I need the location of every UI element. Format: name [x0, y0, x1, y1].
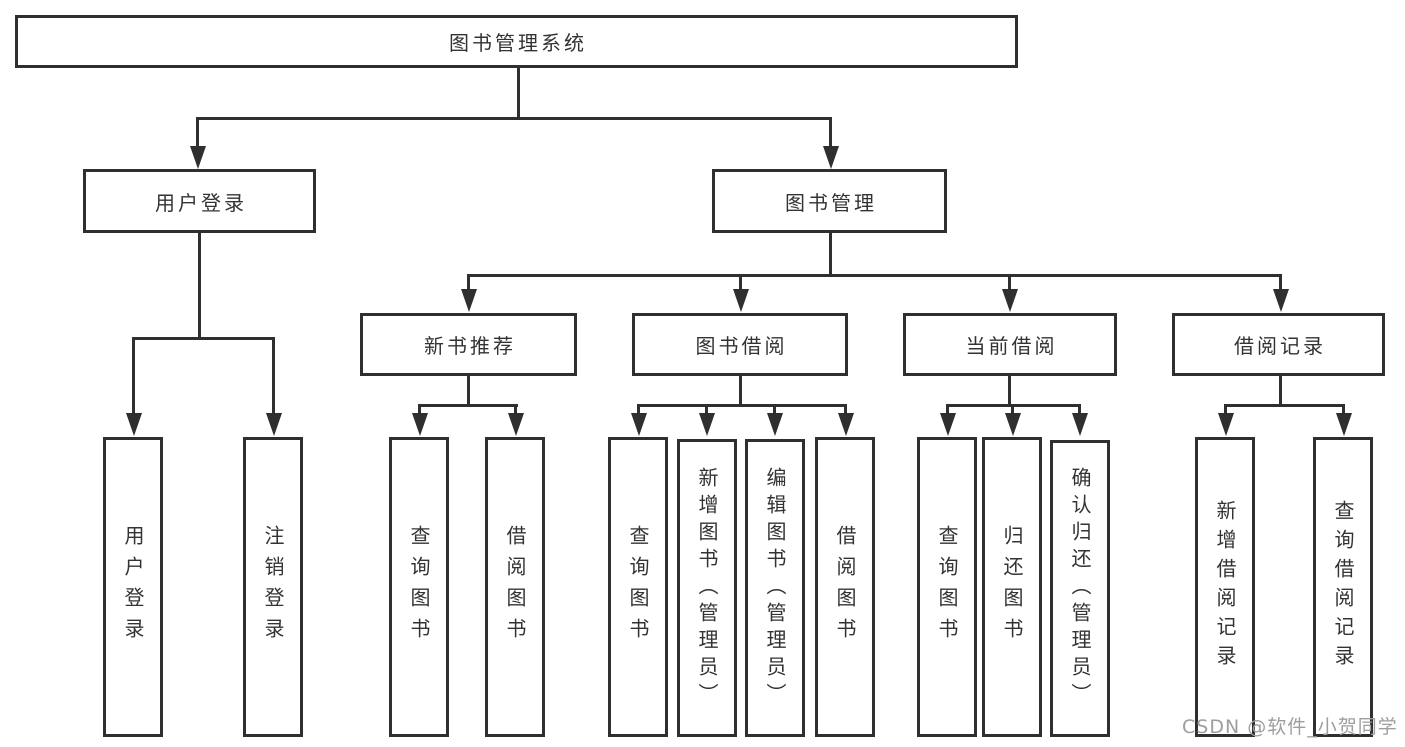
connector-drop-newbook-borrow	[514, 404, 517, 417]
leaf-borrow-add: 新增图书（管理员）	[677, 439, 737, 737]
connector-drop-newbook-query	[418, 404, 421, 417]
connector-drop-borrow-borrow	[844, 404, 847, 417]
connector-drop-borrow-records	[1279, 274, 1282, 292]
connector-drop-new-book-rec	[467, 274, 470, 292]
leaf-borrow-query: 查询图书	[608, 437, 668, 737]
node-new-book-rec-label: 新书推荐	[424, 334, 516, 358]
node-new-book-rec: 新书推荐	[360, 313, 577, 376]
leaf-borrow-borrow-label: 借阅图书	[833, 525, 857, 649]
connector-borrow-records-hline	[1224, 404, 1344, 407]
node-book-borrow-label: 图书借阅	[695, 334, 788, 358]
node-root: 图书管理系统	[15, 15, 1018, 68]
node-book-mgmt-label: 图书管理	[785, 190, 877, 215]
connector-current-borrow-stem	[1008, 376, 1011, 407]
connector-drop-user-login	[196, 117, 199, 150]
connector-book-mgmt-hline	[467, 274, 1282, 277]
leaf-newbook-query: 查询图书	[389, 437, 449, 737]
arrow-down-icon	[266, 413, 282, 436]
node-borrow-records-label: 借阅记录	[1234, 334, 1326, 358]
leaf-borrow-edit: 编辑图书（管理员）	[745, 439, 805, 737]
connector-drop-book-mgmt	[829, 117, 832, 150]
leaf-current-confirm: 确认归还（管理员）	[1050, 440, 1110, 737]
connector-drop-records-query	[1342, 404, 1345, 417]
arrow-down-icon	[1002, 289, 1018, 312]
arrow-down-icon	[1005, 413, 1021, 436]
connector-book-mgmt-stem	[829, 233, 832, 277]
arrow-down-icon	[767, 413, 783, 436]
arrow-down-icon	[733, 289, 749, 312]
node-user-login-label: 用户登录	[155, 190, 247, 215]
node-user-login: 用户登录	[83, 169, 316, 233]
arrow-down-icon	[1072, 413, 1088, 436]
node-current-borrow-label: 当前借阅	[965, 334, 1058, 358]
leaf-borrow-borrow: 借阅图书	[815, 437, 875, 737]
node-book-mgmt: 图书管理	[712, 169, 947, 233]
connector-root-stem	[517, 68, 520, 120]
connector-drop-login	[132, 337, 135, 417]
arrow-down-icon	[1273, 289, 1289, 312]
leaf-borrow-query-label: 查询图书	[626, 525, 650, 649]
arrow-down-icon	[823, 146, 839, 169]
arrow-down-icon	[940, 413, 956, 436]
leaf-logout-label: 注销登录	[261, 525, 285, 649]
arrow-down-icon	[508, 413, 524, 436]
connector-root-hline	[196, 117, 832, 120]
arrow-down-icon	[1218, 413, 1234, 436]
node-borrow-records: 借阅记录	[1172, 313, 1385, 376]
leaf-borrow-add-label: 新增图书（管理员）	[695, 466, 719, 710]
leaf-current-query: 查询图书	[917, 437, 977, 737]
leaf-logout: 注销登录	[243, 437, 303, 737]
arrow-down-icon	[190, 146, 206, 169]
leaf-current-return-label: 归还图书	[1000, 525, 1024, 649]
leaf-records-add-label: 新增借阅记录	[1213, 500, 1237, 674]
connector-drop-current-borrow	[1008, 274, 1011, 292]
leaf-records-add: 新增借阅记录	[1195, 437, 1255, 737]
connector-drop-borrow-edit	[773, 404, 776, 417]
connector-user-login-stem	[198, 233, 201, 340]
arrow-down-icon	[412, 413, 428, 436]
connector-new-book-rec-stem	[467, 376, 470, 407]
csdn-watermark: CSDN @软件_小贺同学	[1182, 716, 1398, 738]
leaf-newbook-borrow-label: 借阅图书	[503, 525, 527, 649]
leaf-user-login-label: 用户登录	[121, 525, 145, 649]
leaf-current-query-label: 查询图书	[935, 525, 959, 649]
leaf-newbook-borrow: 借阅图书	[485, 437, 545, 737]
arrow-down-icon	[838, 413, 854, 436]
connector-drop-current-query	[946, 404, 949, 417]
arrow-down-icon	[1336, 413, 1352, 436]
leaf-borrow-edit-label: 编辑图书（管理员）	[763, 466, 787, 710]
connector-new-book-rec-hline	[418, 404, 518, 407]
connector-drop-current-confirm	[1078, 404, 1081, 417]
arrow-down-icon	[631, 413, 647, 436]
arrow-down-icon	[461, 289, 477, 312]
node-book-borrow: 图书借阅	[632, 313, 848, 376]
connector-drop-borrow-add	[705, 404, 708, 417]
arrow-down-icon	[126, 413, 142, 436]
leaf-user-login: 用户登录	[103, 437, 163, 737]
leaf-records-query: 查询借阅记录	[1313, 437, 1373, 737]
arrow-down-icon	[699, 413, 715, 436]
leaf-newbook-query-label: 查询图书	[407, 525, 431, 649]
connector-book-borrow-stem	[739, 376, 742, 407]
connector-borrow-records-stem	[1279, 376, 1282, 407]
node-current-borrow: 当前借阅	[903, 313, 1117, 376]
leaf-records-query-label: 查询借阅记录	[1331, 500, 1355, 674]
connector-drop-borrow-query	[637, 404, 640, 417]
leaf-current-confirm-label: 确认归还（管理员）	[1068, 467, 1092, 710]
connector-drop-book-borrow	[739, 274, 742, 292]
node-root-label: 图书管理系统	[449, 31, 587, 55]
leaf-current-return: 归还图书	[982, 437, 1042, 737]
connector-drop-current-return	[1011, 404, 1014, 417]
connector-user-login-hline	[132, 337, 275, 340]
connector-drop-records-add	[1224, 404, 1227, 417]
connector-drop-logout	[272, 337, 275, 417]
connector-book-borrow-hline	[637, 404, 847, 407]
